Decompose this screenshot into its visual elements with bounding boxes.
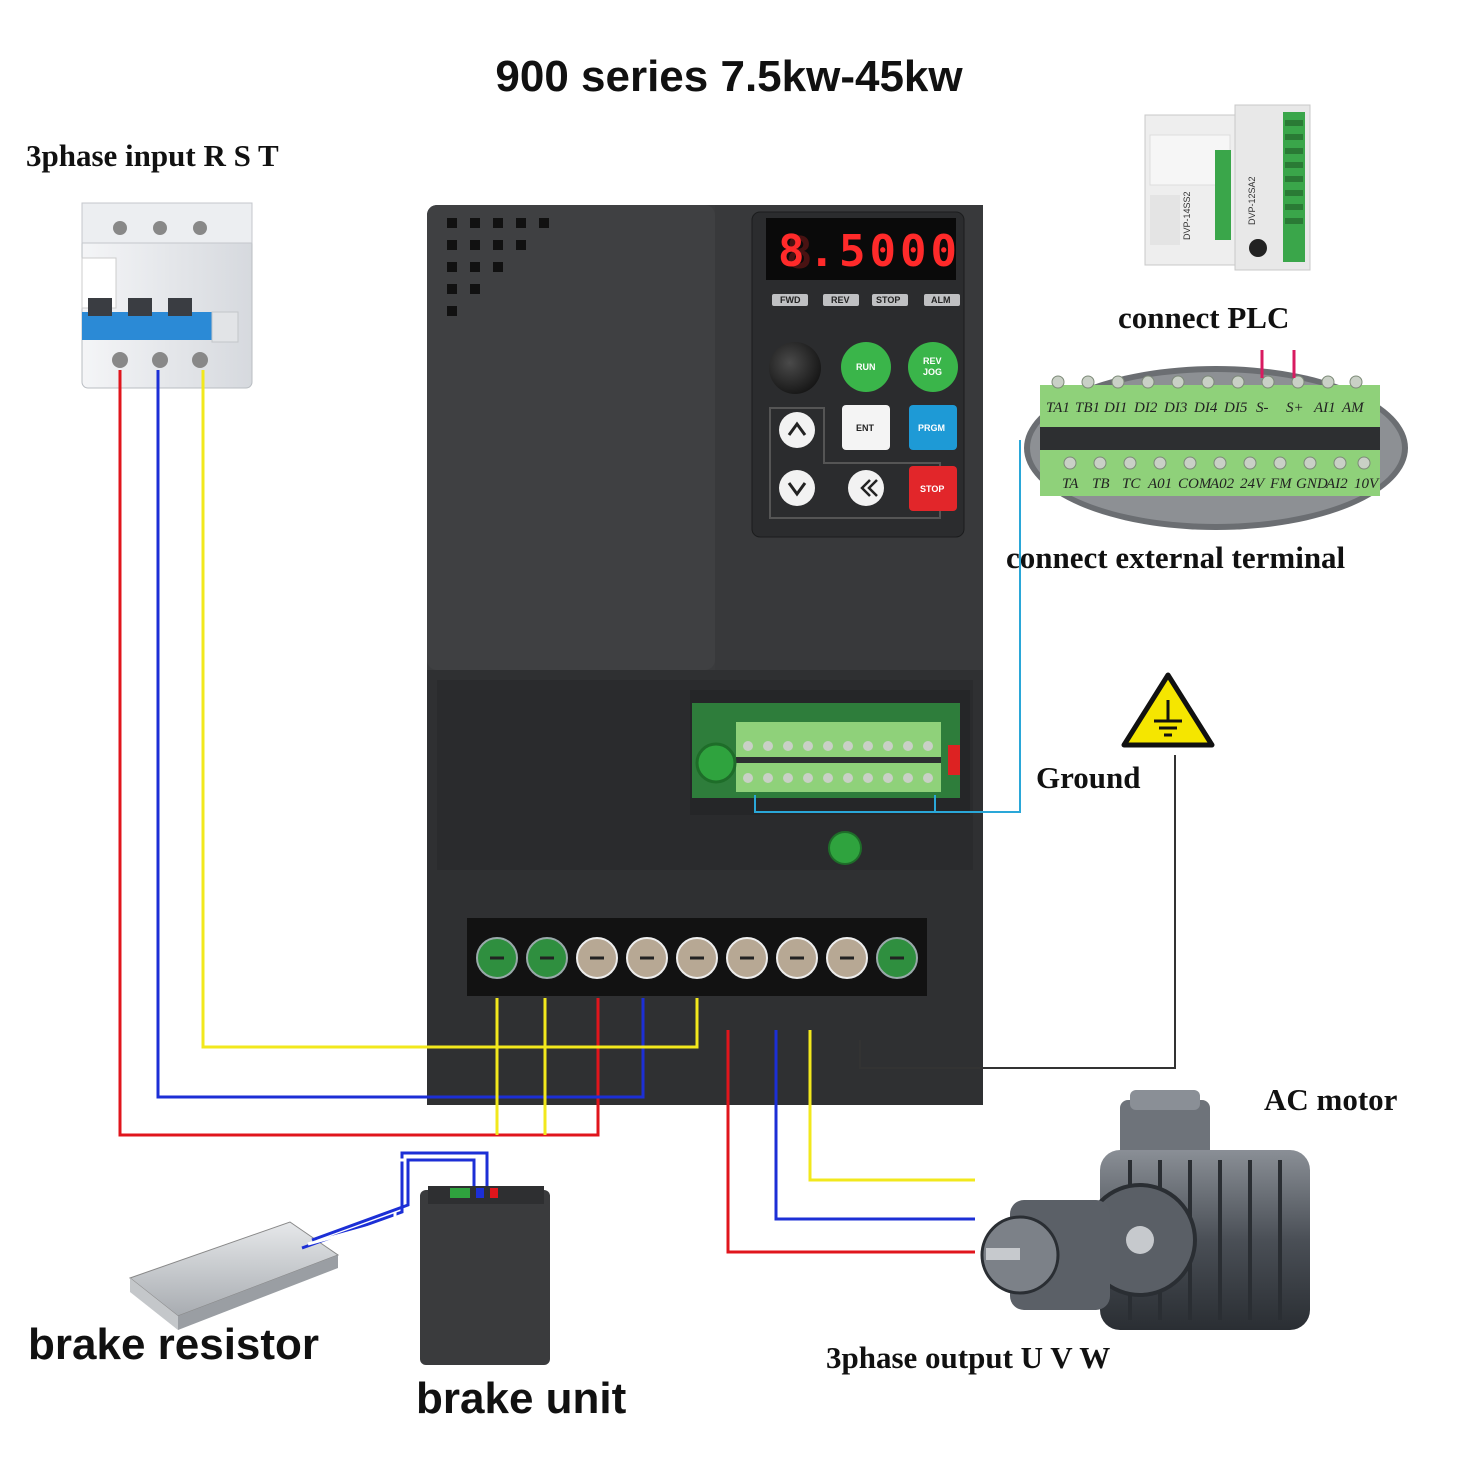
- power-terminal-block: [467, 918, 927, 996]
- ent-button[interactable]: ENT: [842, 405, 890, 450]
- indicator-stop: STOP: [876, 295, 900, 305]
- terminal-label: DI1: [1103, 400, 1127, 416]
- label-brake-resistor: brake resistor: [28, 1320, 320, 1369]
- plc-model-2: DVP-12SA2: [1247, 176, 1257, 225]
- terminal-label: S+: [1286, 400, 1304, 416]
- svg-text:8: 8: [786, 228, 817, 279]
- terminal-label: DI5: [1223, 400, 1248, 416]
- brake-wiring: [301, 1151, 489, 1250]
- jog-button-label: JOG: [923, 367, 942, 377]
- label-ac-motor: AC motor: [1264, 1082, 1398, 1117]
- ground-warning-icon: [1121, 672, 1215, 748]
- terminal-label: TA: [1062, 476, 1079, 492]
- terminal-label: DI3: [1163, 400, 1187, 416]
- label-connect-external-terminal: connect external terminal: [1006, 540, 1346, 575]
- terminal-label: AI1: [1313, 400, 1336, 416]
- prgm-button[interactable]: PRGM: [909, 405, 957, 450]
- terminal-label: COM: [1178, 476, 1213, 492]
- label-3phase-input: 3phase input R S T: [26, 138, 279, 173]
- terminal-label: S-: [1256, 400, 1269, 416]
- up-arrow-button[interactable]: [779, 412, 815, 448]
- stop-button[interactable]: STOP: [909, 466, 957, 511]
- output-wiring: [726, 1030, 975, 1254]
- indicator-rev: REV: [831, 295, 850, 305]
- rev-jog-button[interactable]: REV JOG: [908, 342, 958, 392]
- label-3phase-output: 3phase output U V W: [826, 1340, 1111, 1375]
- plc-modules: [1144, 104, 1311, 271]
- label-ground: Ground: [1036, 760, 1141, 795]
- terminal-label: GND: [1296, 476, 1328, 492]
- ac-motor: [980, 1090, 1310, 1330]
- terminal-label: TC: [1122, 476, 1141, 492]
- rev-button-label: REV: [923, 356, 942, 366]
- plc-model-1: DVP-14SS2: [1182, 191, 1192, 240]
- indicator-fwd: FWD: [780, 295, 801, 305]
- terminal-label: DI4: [1193, 400, 1218, 416]
- signal-wiring: [754, 440, 1021, 813]
- terminal-label: AI2: [1325, 476, 1348, 492]
- input-wiring: [118, 370, 699, 1137]
- label-brake-unit: brake unit: [416, 1374, 627, 1423]
- keypad: 8 8.5000 FWD REV STOP ALM RUN REV JOG: [751, 211, 965, 538]
- circuit-breaker: [81, 202, 253, 389]
- terminal-label: DI2: [1133, 400, 1158, 416]
- ent-button-label: ENT: [856, 423, 875, 433]
- terminal-label: FM: [1269, 476, 1293, 492]
- terminal-label: 10V: [1354, 476, 1380, 492]
- terminal-label: A01: [1147, 476, 1172, 492]
- led-display: 8.5000: [778, 226, 961, 277]
- ground-wiring: [859, 755, 1176, 1069]
- label-connect-plc: connect PLC: [1118, 300, 1290, 335]
- control-board: [692, 703, 960, 865]
- terminal-closeup: [1024, 366, 1408, 530]
- down-arrow-button[interactable]: [779, 470, 815, 506]
- terminal-label: TB: [1092, 476, 1110, 492]
- terminal-label: A02: [1209, 476, 1235, 492]
- terminal-bottom-row: TA TB TC A01 COM A02 24V FM GND AI2 10V: [1062, 476, 1380, 492]
- shift-button[interactable]: [848, 470, 884, 506]
- potentiometer-knob[interactable]: [769, 342, 821, 394]
- stop-button-label: STOP: [920, 484, 944, 494]
- terminal-label: AM: [1341, 400, 1365, 416]
- terminal-label: TA1: [1046, 400, 1070, 416]
- diagram-title: 900 series 7.5kw-45kw: [495, 52, 963, 101]
- terminal-top-row: TA1 TB1 DI1 DI2 DI3 DI4 DI5 S- S+ AI1 AM: [1046, 400, 1365, 416]
- indicator-alm: ALM: [931, 295, 951, 305]
- brake-resistor: [128, 1221, 340, 1330]
- run-button-label: RUN: [856, 362, 876, 372]
- brake-unit: [420, 1186, 550, 1365]
- terminal-label: TB1: [1075, 400, 1100, 416]
- run-button[interactable]: RUN: [841, 342, 891, 392]
- terminal-label: 24V: [1240, 476, 1266, 492]
- prgm-button-label: PRGM: [918, 423, 945, 433]
